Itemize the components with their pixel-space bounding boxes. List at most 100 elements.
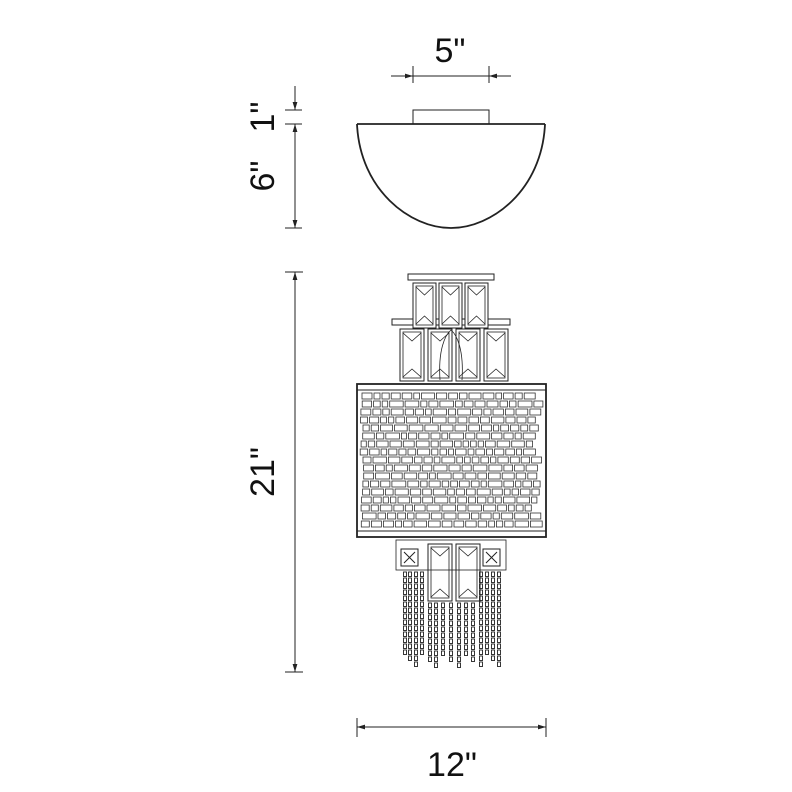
mosaic-tile <box>524 504 532 512</box>
mosaic-tile <box>510 424 520 432</box>
chain-link <box>428 626 432 632</box>
chain-link <box>449 632 453 638</box>
chain-link <box>428 614 432 620</box>
chain-link <box>491 619 495 625</box>
chain-link <box>408 637 412 643</box>
mosaic-tile <box>520 456 531 464</box>
mosaic-tile <box>413 520 427 528</box>
mosaic-tile <box>447 416 457 424</box>
mosaic-tile <box>397 512 407 520</box>
crystal-prism <box>402 331 422 379</box>
mosaic-tile <box>371 488 384 496</box>
crystal-facet <box>441 286 460 325</box>
chain-link <box>403 577 407 583</box>
mosaic-tile <box>376 440 389 448</box>
mosaic-tile <box>500 424 510 432</box>
chain-link <box>457 602 461 608</box>
dimension-width: 12" <box>356 718 547 784</box>
mosaic-tile <box>494 496 502 504</box>
mosaic-tile <box>439 400 454 408</box>
mosaic-tile <box>413 504 426 512</box>
mosaic-tile <box>457 416 468 424</box>
chain-link <box>408 643 412 649</box>
mosaic-tile <box>468 424 480 432</box>
mosaic-tile <box>382 520 394 528</box>
chain-link <box>491 595 495 601</box>
mosaic-tile <box>507 504 515 512</box>
mosaic-tile <box>408 432 418 440</box>
mosaic-tile <box>423 456 433 464</box>
chain-link <box>457 656 461 662</box>
chain-link <box>491 637 495 643</box>
chain-link <box>479 589 483 595</box>
mosaic-tile <box>403 520 413 528</box>
chain-link <box>428 638 432 644</box>
chain-link <box>408 607 412 613</box>
mosaic-tile <box>401 456 413 464</box>
mosaic-tile <box>468 416 479 424</box>
mosaic-tile <box>407 480 420 488</box>
chain-link <box>403 631 407 637</box>
chain-link <box>420 637 424 643</box>
mosaic-tile <box>360 440 367 448</box>
mosaic-tile <box>428 400 439 408</box>
chain-link <box>441 620 445 626</box>
mosaic-tile <box>387 416 395 424</box>
mosaic-tile <box>360 408 372 416</box>
chain-link <box>479 661 483 667</box>
chain-link <box>428 608 432 614</box>
chain-link <box>485 577 489 583</box>
mosaic-tile <box>385 464 393 472</box>
mosaic-tile <box>414 408 424 416</box>
chain-link <box>497 613 501 619</box>
mosaic-tile <box>467 504 482 512</box>
chain-link <box>428 650 432 656</box>
chain-link <box>449 650 453 656</box>
chain-link <box>479 607 483 613</box>
mosaic-tile <box>362 456 372 464</box>
mosaic-tile <box>388 448 398 456</box>
mosaic-tile <box>500 512 514 520</box>
mosaic-tile <box>459 480 470 488</box>
mosaic-tile <box>486 400 499 408</box>
chain-link <box>434 602 438 608</box>
mosaic-tile <box>361 400 373 408</box>
chain-link <box>497 589 501 595</box>
chain-link <box>408 649 412 655</box>
mosaic-tile <box>457 408 472 416</box>
mosaic-tile <box>418 432 430 440</box>
mosaic-tile <box>394 488 409 496</box>
mosaic-tile <box>375 432 385 440</box>
mosaic-tile <box>523 392 536 400</box>
mosaic-tile <box>428 520 441 528</box>
mosaic-tile <box>505 448 515 456</box>
chain-link <box>408 589 412 595</box>
mosaic-tile <box>482 392 495 400</box>
mosaic-tile <box>529 424 539 432</box>
mosaic-tile <box>475 448 485 456</box>
mosaic-tile <box>363 464 374 472</box>
mosaic-tile <box>415 512 430 520</box>
mosaic-tile <box>448 408 456 416</box>
chain-link <box>497 643 501 649</box>
mosaic-tile <box>454 424 468 432</box>
chain-link <box>485 601 489 607</box>
mosaic-tile <box>502 496 516 504</box>
mosaic-tile <box>487 480 503 488</box>
chain-link <box>428 644 432 650</box>
fixture-width-label: 12" <box>427 746 477 784</box>
chain-link <box>408 625 412 631</box>
mosaic-tile <box>415 440 430 448</box>
mosaic-tile <box>481 424 492 432</box>
mosaic-tile <box>439 424 454 432</box>
fixture-height-label: 21" <box>244 447 282 497</box>
chain-link <box>414 631 418 637</box>
mosaic-tile <box>441 456 456 464</box>
chain-link <box>491 643 495 649</box>
mosaic-tile <box>407 448 417 456</box>
chain-link <box>408 619 412 625</box>
crystal-frame <box>483 328 509 382</box>
mosaic-tile <box>487 496 494 504</box>
chain-link <box>485 571 489 577</box>
chain-link <box>457 620 461 626</box>
